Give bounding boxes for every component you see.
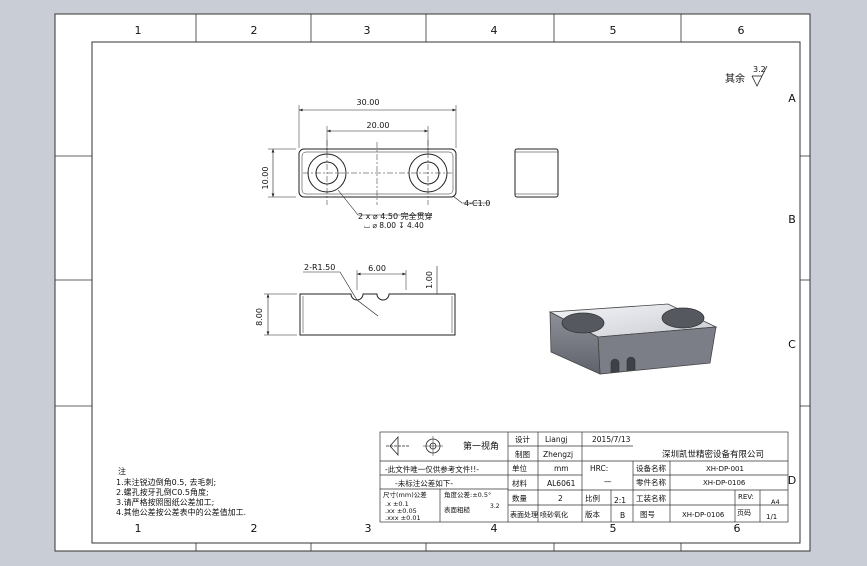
row-label: D (788, 474, 796, 487)
warning-line-1: -此文件唯一仅供参考文件!!- (385, 464, 479, 474)
front-view-outline (299, 293, 456, 336)
note-line: 2.螺孔按牙孔倒C0.5角度; (116, 487, 209, 497)
angle-tolerance: 角度公差:±0.5° (444, 490, 491, 499)
isometric-view (548, 303, 718, 375)
material-value: AL6061 (547, 479, 576, 488)
station-label: 工装名称 (636, 493, 666, 503)
warning-line-2: -未标注公差如下- (395, 478, 453, 488)
chamfer-leader (452, 195, 490, 204)
tolerance-header: 尺寸(mm)公差 (383, 490, 427, 499)
drawing-no-value: XH-DP-0106 (682, 511, 725, 519)
tolerance-row: .x ±0.1 (385, 500, 409, 508)
column-label-bottom: 1 (135, 522, 142, 535)
roughness-value: 3.2 (753, 65, 766, 74)
qty-label: 数量 (512, 493, 527, 503)
side-view (514, 148, 559, 198)
equip-value: XH-DP-001 (706, 465, 744, 473)
note-line: 1.未注锐边倒角0.5, 去毛刺; (116, 477, 216, 487)
designer: Liangj (545, 435, 567, 444)
column-label: 6 (738, 24, 745, 37)
column-label: 2 (251, 24, 258, 37)
column-label-bottom: 2 (251, 522, 258, 535)
part-label: 零件名称 (636, 477, 666, 487)
design-label: 设计 (515, 434, 530, 444)
part-value: XH-DP-0106 (703, 479, 746, 487)
qty-value: 2 (558, 494, 563, 503)
scale-value: 2:1 (614, 496, 626, 505)
version-label: 版本 (585, 509, 600, 519)
page-label: 页码 (737, 509, 751, 517)
projection-symbol-icon (386, 435, 443, 457)
slot-spacing-label: 6.00 (368, 264, 386, 273)
scale-label: 比例 (585, 493, 600, 503)
hole-callout-line1: 2 x ⌀ 4.50 完全贯穿 (358, 211, 433, 221)
tolerance-row: .xxx ±0.01 (385, 514, 421, 522)
row-label: A (788, 92, 796, 105)
notes-title: 注 (118, 466, 126, 476)
iso-slot-left (610, 358, 620, 373)
drawing-no-label: 图号 (640, 510, 655, 519)
dim-hole-spacing: 20.00 (367, 121, 390, 130)
column-label-bottom: 5 (610, 522, 617, 535)
front-view (264, 266, 456, 336)
top-view-outline (298, 148, 457, 198)
unit-label: 单位 (512, 463, 527, 473)
dim-height: 10.00 (261, 167, 270, 190)
unit-value: mm (554, 464, 569, 473)
column-label: 3 (364, 24, 371, 37)
chamfer-label: 4-C1.0 (464, 199, 490, 208)
zone-ticks (55, 14, 810, 551)
column-label: 5 (610, 24, 617, 37)
drafter: Zhengzj (543, 450, 573, 459)
iso-slot-right (626, 356, 636, 371)
version-value: B (620, 511, 625, 520)
projection-label: 第一视角 (463, 440, 499, 452)
column-label: 1 (135, 24, 142, 37)
column-label-bottom: 6 (734, 522, 741, 535)
radius-label: 2-R1.50 (304, 263, 335, 272)
title-block (379, 431, 789, 523)
column-label-bottom: 4 (491, 522, 498, 535)
radius-leader (303, 271, 379, 317)
column-label-bottom: 3 (365, 522, 372, 535)
side-view-outline (514, 148, 559, 198)
row-label: B (788, 213, 796, 226)
rev-value: A4 (771, 498, 780, 506)
roughness-check-icon (751, 65, 768, 87)
hole-callout-line2: ⌴ ⌀ 8.00 ↧ 4.40 (364, 221, 424, 230)
treatment-label: 表面处理 (510, 510, 538, 519)
iso-hole-left (561, 312, 605, 334)
row-label: C (788, 338, 796, 351)
tolerance-row: .xx ±0.05 (385, 507, 417, 515)
material-label: 材料 (512, 478, 527, 488)
slot-depth-label: 1.00 (425, 271, 434, 289)
roughness-note: 其余 3.2 (725, 65, 768, 87)
thickness-label: 8.00 (255, 308, 264, 326)
column-label: 4 (491, 24, 498, 37)
surface-label: 表面粗糙 (444, 505, 471, 514)
rev-label: REV: (738, 493, 754, 501)
design-date: 2015/7/13 (592, 435, 631, 444)
iso-hole-right (661, 307, 705, 329)
hole-callout-leader (337, 189, 432, 216)
hrc-value: — (604, 477, 612, 486)
note-line: 3.请严格按照图纸公差加工; (116, 497, 214, 507)
roughness-label: 其余 (725, 72, 745, 85)
draw-label: 制图 (515, 449, 530, 459)
dim-overall-width: 30.00 (357, 98, 380, 107)
surface-value: 3.2 (490, 503, 500, 510)
hrc-label: HRC: (590, 464, 608, 473)
equip-label: 设备名称 (636, 463, 666, 473)
paper-inner-border (91, 41, 801, 544)
notes-block: 注 1.未注锐边倒角0.5, 去毛刺; 2.螺孔按牙孔倒C0.5角度; 3.请严… (116, 466, 246, 517)
top-view (268, 105, 490, 216)
treatment-value: 喷砂氧化 (540, 510, 568, 519)
company-name: 深圳凯世精密设备有限公司 (662, 449, 764, 460)
note-line: 4.其他公差按公差表中的公差值加工. (116, 507, 246, 517)
page-value: 1/1 (766, 513, 777, 521)
